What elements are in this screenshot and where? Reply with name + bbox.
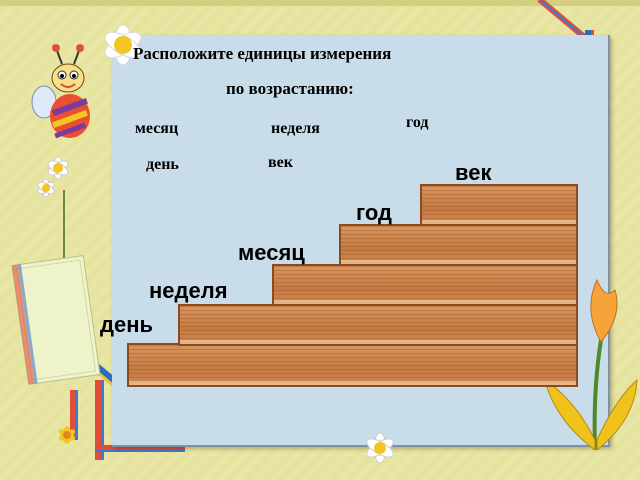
flower-icon	[37, 156, 69, 198]
stair-step-1	[127, 343, 578, 387]
top-border	[0, 0, 640, 6]
tag-icon	[11, 190, 101, 385]
daisy-icon	[366, 432, 394, 464]
stair-step-2	[178, 304, 578, 346]
stair-step-3	[272, 264, 578, 306]
word-week[interactable]: неделя	[271, 120, 320, 137]
instruction-line-1: Расположите единицы измерения	[133, 44, 392, 63]
tulip-icon	[544, 278, 638, 450]
daisy-icon	[104, 24, 142, 66]
stair-label-month[interactable]: месяц	[238, 240, 305, 265]
bee-icon	[31, 44, 90, 139]
stair-label-week[interactable]: неделя	[149, 278, 228, 303]
word-day[interactable]: день	[146, 156, 179, 173]
word-year[interactable]: год	[406, 114, 429, 131]
stair-step-5	[420, 184, 578, 226]
instruction-line-2: по возрастанию:	[226, 79, 354, 98]
stair-label-year[interactable]: год	[356, 200, 392, 225]
flower-icon	[58, 426, 76, 444]
word-century[interactable]: век	[268, 154, 293, 171]
word-month[interactable]: месяц	[135, 120, 179, 137]
stair-label-century[interactable]: век	[455, 160, 492, 185]
stair-step-4	[339, 224, 578, 266]
stair-label-day[interactable]: день	[100, 312, 154, 337]
